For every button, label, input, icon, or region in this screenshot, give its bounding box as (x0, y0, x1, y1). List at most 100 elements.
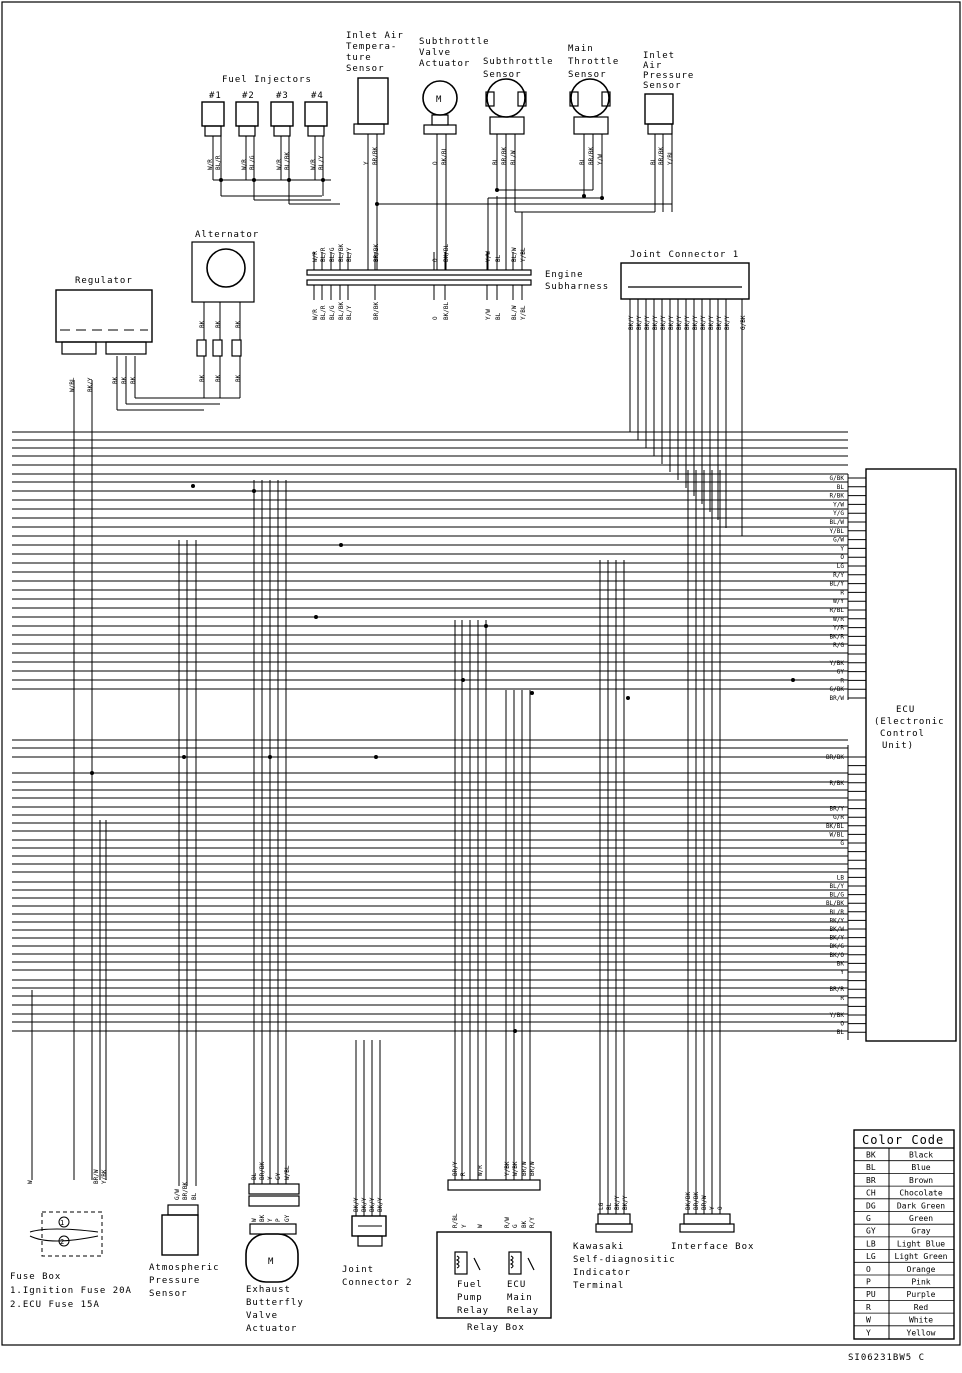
fuse-box-label: Fuse Box (10, 1272, 61, 1282)
fuel-injector-2: #2 (235, 91, 259, 137)
ecu-pin-label: R/BK (830, 780, 845, 787)
wire-label: GY (284, 1214, 291, 1222)
atmospheric-label-1: Atmospheric (149, 1263, 220, 1273)
alternator-label: Alternator (195, 230, 259, 240)
ecu (865, 468, 957, 1042)
color-code-abbr: R (866, 1303, 871, 1312)
ecu-pin-label: BR/R (830, 986, 845, 993)
wire-label: BL/BK (338, 302, 345, 320)
wire-label: O (432, 316, 439, 320)
ecu-pin-label: BL/BK (826, 900, 844, 907)
label-line: Sensor (346, 64, 385, 74)
color-code-title: Color Code (862, 1133, 944, 1147)
color-code-name: Light Green (895, 1252, 948, 1261)
wire-label: LG (598, 1202, 605, 1210)
injector-number-4: #4 (311, 91, 324, 101)
ecu-pin-label: BK/R (830, 633, 845, 640)
ecu-label-2: (Electronic (874, 717, 945, 727)
wire-label: BL/Y (346, 247, 353, 262)
wire-label: W/R (241, 159, 248, 170)
fuel-pump-relay-label-2: Pump (457, 1293, 483, 1303)
junction-dot (626, 696, 630, 700)
ecu-pin-label: BK/G (830, 943, 845, 950)
wire-label: BK (259, 1214, 266, 1222)
ecu-pin-label: G/R (833, 814, 844, 821)
ecu-pin-label: W/Y (833, 598, 844, 605)
wire-label: Y/BL (667, 150, 674, 165)
wire-label: W/BL (69, 377, 76, 392)
label-line: Sensor (483, 70, 522, 80)
junction-dot (513, 1029, 517, 1033)
self-diagnostic-indicator-terminal (595, 1213, 633, 1233)
relay-box-label: Relay Box (467, 1323, 525, 1333)
joint-connector-1-label: Joint Connector 1 (630, 250, 739, 260)
wire-label: BK/Y (676, 315, 683, 330)
wire-label: BL/BK (338, 244, 345, 262)
label-line: Inlet (643, 51, 675, 61)
junction-dot (484, 624, 488, 628)
ecu-label-4: Unit) (882, 741, 914, 751)
wire-label: BK/Y (708, 315, 715, 330)
wire-label: BL (495, 312, 502, 320)
ecu-pin-label: LG (837, 563, 845, 570)
wire-label: BK (521, 1220, 528, 1228)
fuel-pump-relay-label-3: Relay (457, 1306, 489, 1316)
ecu-pin-label: W/BL (830, 831, 845, 838)
wire-label: Y (709, 1206, 716, 1210)
wire-label: BL/R (215, 155, 222, 170)
wire-label: BL (579, 157, 586, 165)
atmospheric-pressure-sensor (161, 1204, 199, 1256)
color-code-name: Black (909, 1151, 933, 1160)
wire-label: G/W (174, 1189, 181, 1200)
wire-label: BL/G (249, 155, 256, 170)
wire-label: BK (235, 320, 242, 328)
fuse-number-2: 2 (60, 1238, 64, 1246)
ecu-pin-label: R (840, 995, 844, 1002)
wire-label: BK/Y (361, 1197, 368, 1212)
interface-box-label: Interface Box (671, 1242, 754, 1252)
wire-label: Y (267, 1176, 274, 1180)
engine-subharness-label-2: Subharness (545, 282, 609, 292)
wire-label: BL/W (511, 305, 518, 320)
fuse-box (29, 1211, 103, 1257)
color-code-name: Gray (911, 1227, 930, 1236)
motor-symbol-exhaust: M (268, 1257, 274, 1267)
interface-box (679, 1213, 735, 1233)
junction-dot (375, 202, 379, 206)
ecu-pin-label: Y/W (833, 501, 844, 508)
wire-label: BL/G (329, 305, 336, 320)
joint-connector-2-label-2: Connector 2 (342, 1278, 413, 1288)
fuel-injector-1: #1 (201, 91, 225, 137)
wire-network (12, 134, 866, 1216)
wire-label: G (512, 1224, 519, 1228)
wire-label: BK/Y (700, 315, 707, 330)
ecu-pin-label: BR/Y (830, 806, 845, 813)
subthrottle-valve-actuator (422, 80, 458, 135)
ecu-pin-label: G/BK (830, 475, 845, 482)
wire-label: Y/BL (520, 247, 527, 262)
exhaust-label-4: Actuator (246, 1324, 297, 1334)
wire-label: BR/W (521, 1161, 528, 1176)
wire-label: BL/W (511, 247, 518, 262)
ecu-pin-label: R (840, 677, 844, 684)
junction-dot (191, 484, 195, 488)
ecu-pin-label: BL/W (830, 519, 845, 526)
junction-dot (461, 678, 465, 682)
ecu-label: ECU (896, 705, 915, 715)
color-code-abbr: GY (866, 1227, 876, 1236)
wire-label: BL/W (510, 150, 517, 165)
junction-dot (530, 691, 534, 695)
ecu-label-3: Control (880, 729, 925, 739)
atmospheric-label-2: Pressure (149, 1276, 200, 1286)
wire-label: Y/BK (504, 1161, 511, 1176)
junction-dot (374, 755, 378, 759)
color-code-abbr: P (866, 1278, 871, 1287)
wire-label: BL/Y (318, 155, 325, 170)
ecu-main-relay-label-2: Main (507, 1293, 533, 1303)
wire-label: BL (492, 157, 499, 165)
engine-subharness-label: Engine (545, 270, 584, 280)
